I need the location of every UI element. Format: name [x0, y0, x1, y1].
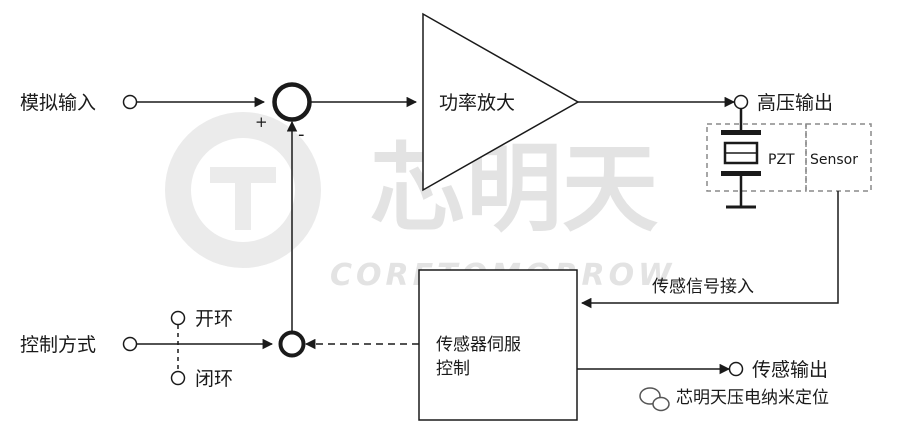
open-loop-label: 开环	[195, 308, 233, 330]
control-mode-label: 控制方式	[20, 334, 96, 356]
sensor-output-label: 传感输出	[752, 359, 828, 381]
wechat-icon	[639, 387, 670, 412]
loop-switch	[170, 310, 186, 386]
summing-minus-sign: -	[298, 124, 305, 145]
wechat-credit: 芯明天压电纳米定位	[639, 387, 829, 412]
servo-controller-label-line1: 传感器伺服	[436, 335, 521, 355]
servo-controller-box	[418, 269, 578, 421]
sensor-label: Sensor	[810, 152, 858, 168]
summing-plus-sign: +	[255, 113, 268, 131]
power-amplifier-label: 功率放大	[439, 92, 515, 114]
servo-controller-label-line2: 控制	[436, 359, 470, 379]
analog-input-label: 模拟输入	[20, 92, 96, 114]
sensor-output-terminal	[728, 361, 744, 377]
watermark: 芯明天 CORETOMORROW	[165, 112, 671, 293]
power-amplifier	[422, 12, 580, 192]
open-loop-terminal	[170, 310, 186, 326]
high-voltage-output-label: 高压输出	[757, 92, 833, 114]
pzt-label: PZT	[768, 152, 795, 168]
watermark-logo-text: 芯明天	[370, 133, 658, 245]
mode-selector-junction	[278, 330, 306, 358]
credit-text: 芯明天压电纳米定位	[676, 388, 829, 408]
sensor-feedback-arrow	[580, 191, 839, 309]
closed-loop-terminal	[170, 370, 186, 386]
pzt-sensor-block: PZT Sensor	[706, 109, 872, 209]
watermark-logo-icon	[165, 112, 321, 268]
summing-junction	[272, 82, 312, 122]
control-mode-terminal	[122, 336, 138, 352]
analog-input-terminal	[122, 94, 138, 110]
pzt-actuator-icon	[721, 109, 761, 209]
high-voltage-output-terminal	[733, 94, 749, 110]
pzt-dashed-box	[706, 123, 807, 192]
sensor-signal-input-label: 传感信号接入	[652, 277, 754, 297]
closed-loop-label: 闭环	[195, 368, 233, 390]
